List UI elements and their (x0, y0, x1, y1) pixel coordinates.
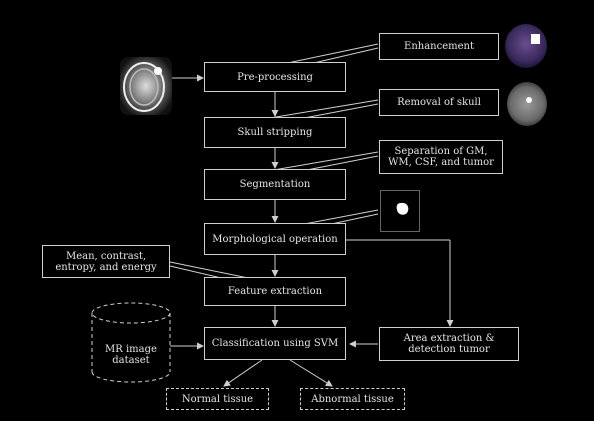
area-extraction-box: Area extraction & detection tumor (379, 327, 519, 361)
tumor-mask-image (380, 190, 420, 232)
skull-removed-image (507, 82, 547, 126)
dataset-cylinder (91, 302, 171, 383)
separation-box: Separation of GM, WM, CSF, and tumor (379, 140, 503, 174)
normal-tissue-box: Normal tissue (166, 388, 269, 410)
feature-extraction-box: Feature extraction (204, 277, 346, 306)
removal-of-skull-box: Removal of skull (379, 89, 499, 116)
enhanced-image (505, 24, 547, 68)
dataset-label: MR image dataset (105, 344, 157, 366)
abnormal-tissue-box: Abnormal tissue (300, 388, 405, 410)
morphological-operation-box: Morphological operation (204, 223, 346, 255)
input-mri-image (120, 57, 172, 115)
segmentation-box: Segmentation (204, 169, 346, 200)
preprocessing-box: Pre-processing (204, 62, 346, 92)
features-list-box: Mean, contrast, entropy, and energy (42, 245, 170, 278)
classification-box: Classification using SVM (204, 327, 346, 360)
enhancement-box: Enhancement (379, 33, 499, 60)
skull-stripping-box: Skull stripping (204, 117, 346, 148)
